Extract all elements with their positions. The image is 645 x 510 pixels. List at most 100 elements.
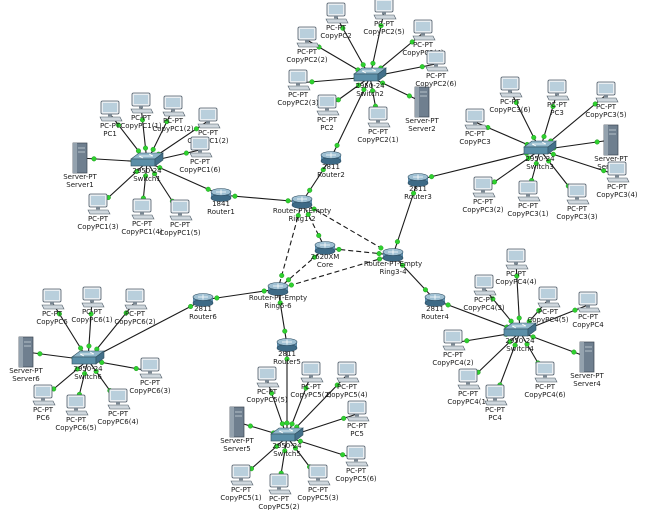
port-light bbox=[376, 251, 382, 257]
pc-keyboard bbox=[546, 95, 570, 101]
device-label-line2: CopyPC5(3) bbox=[297, 494, 339, 502]
device-label-line1: PC-PT bbox=[170, 221, 191, 229]
pc-stand bbox=[148, 371, 152, 374]
device-label-line1: PC-PT bbox=[42, 310, 63, 318]
port-light bbox=[336, 246, 342, 252]
port-light bbox=[507, 339, 513, 345]
device-label-line2: CopyPC5(4) bbox=[326, 391, 368, 399]
port-light bbox=[526, 155, 532, 161]
device-label-line2: CopyPC3(2) bbox=[462, 206, 504, 214]
device-label-line1: PC-PT bbox=[607, 183, 628, 191]
pc-stand bbox=[354, 459, 358, 462]
device-label-line1: PC-PT bbox=[257, 388, 278, 396]
port-light bbox=[320, 167, 326, 173]
device-label-line1: Router-PT-Empty bbox=[273, 207, 331, 215]
device-label-line1: PC-PT bbox=[347, 422, 368, 430]
pc-screen bbox=[173, 202, 187, 211]
pc-screen bbox=[166, 98, 180, 107]
pc-keyboard bbox=[345, 461, 369, 467]
link-sw5-p5b bbox=[286, 374, 312, 438]
device-label-line2: Switch5 bbox=[273, 450, 301, 458]
port-light bbox=[334, 382, 340, 388]
link-g3-r0 bbox=[324, 247, 394, 256]
port-light bbox=[513, 100, 519, 106]
pc-keyboard bbox=[499, 92, 523, 98]
router-arrows bbox=[413, 174, 423, 180]
device-label-line1: PC-PT bbox=[132, 220, 153, 228]
port-light bbox=[214, 295, 220, 301]
pc-screen bbox=[135, 201, 149, 210]
pc-keyboard bbox=[425, 66, 449, 72]
pc-keyboard bbox=[484, 400, 508, 406]
